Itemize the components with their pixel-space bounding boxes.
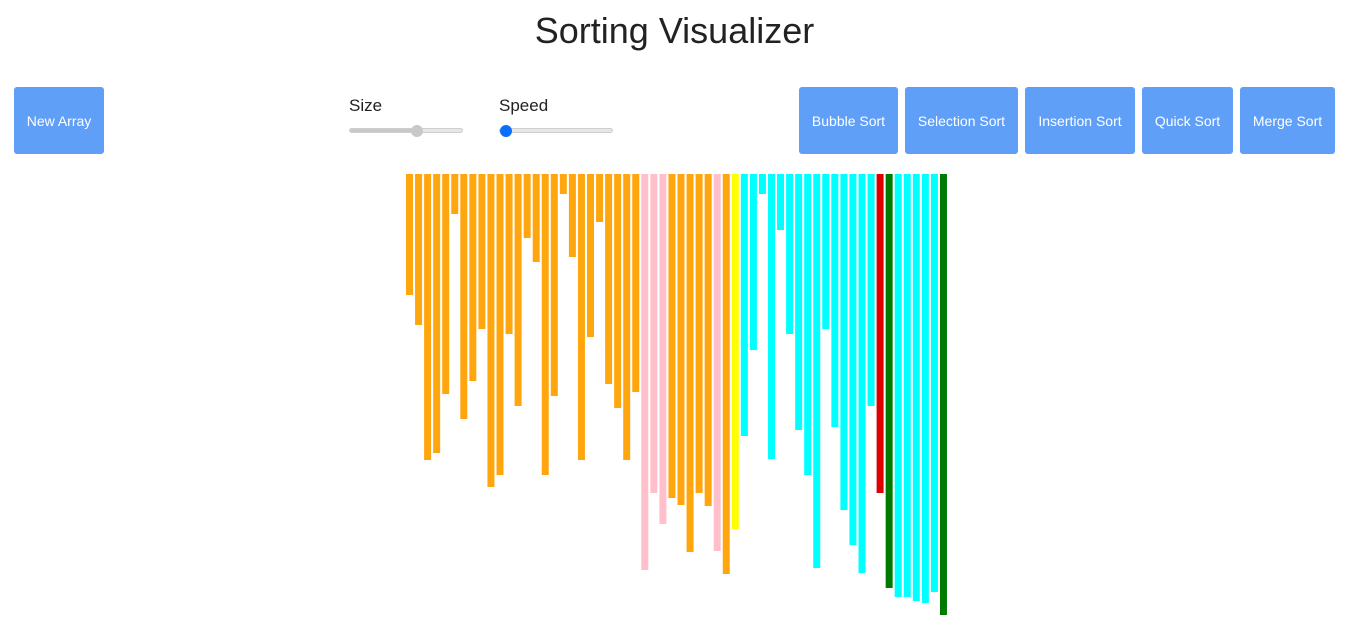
array-bar — [749, 174, 757, 350]
array-bar — [487, 174, 495, 487]
array-bar — [406, 174, 413, 295]
array-bar — [813, 174, 821, 568]
array-bar — [550, 174, 558, 396]
speed-slider[interactable] — [499, 125, 613, 137]
array-bar — [758, 174, 766, 194]
array-bar — [695, 174, 703, 493]
array-bar — [596, 174, 604, 222]
merge-sort-button[interactable]: Merge Sort — [1240, 87, 1335, 154]
page-title: Sorting Visualizer — [534, 10, 815, 51]
array-bar — [496, 174, 504, 475]
new-array-button[interactable]: New Array — [14, 87, 104, 154]
array-bar — [641, 174, 649, 570]
array-bar — [433, 174, 441, 453]
speed-slider-thumb[interactable] — [500, 125, 512, 137]
array-bar — [804, 174, 812, 475]
size-label: Size — [349, 96, 383, 115]
size-slider-group: Size — [349, 96, 463, 141]
speed-label: Speed — [499, 96, 549, 115]
array-bar — [912, 174, 920, 601]
size-slider-thumb[interactable] — [411, 125, 424, 137]
array-bar — [605, 174, 613, 384]
array-bar — [587, 174, 594, 337]
array-bar — [478, 174, 486, 329]
array-bar — [822, 174, 830, 329]
quick-sort-button[interactable]: Quick Sort — [1142, 87, 1233, 154]
array-bar — [541, 174, 549, 475]
array-bar — [894, 174, 902, 597]
array-bar — [722, 174, 730, 574]
array-bar — [677, 174, 685, 505]
array-bar — [777, 174, 785, 230]
array-bar — [840, 174, 848, 510]
array-bar — [876, 174, 884, 493]
array-bar — [768, 174, 775, 459]
array-bar — [930, 174, 938, 592]
size-slider[interactable] — [349, 125, 463, 137]
array-bar — [867, 174, 875, 406]
array-bar — [451, 174, 459, 214]
array-bar — [795, 174, 803, 430]
array-bar — [442, 174, 450, 394]
array-bar — [939, 174, 947, 615]
array-bar — [469, 174, 477, 381]
array-bar — [632, 174, 640, 392]
array-bar — [415, 174, 423, 325]
array-bar — [568, 174, 576, 257]
array-bar — [858, 174, 866, 573]
array-bar — [903, 174, 911, 597]
array-bar — [740, 174, 748, 436]
array-bar — [686, 174, 694, 552]
insertion-sort-button[interactable]: Insertion Sort — [1025, 87, 1135, 154]
bubble-sort-button[interactable]: Bubble Sort — [799, 87, 898, 154]
array-bar — [668, 174, 676, 498]
array-bar — [713, 174, 721, 551]
array-bar — [514, 174, 522, 406]
array-bar — [424, 174, 432, 460]
array-bar — [614, 174, 622, 408]
array-bar — [523, 174, 531, 238]
array-bar — [532, 174, 540, 262]
array-bar — [577, 174, 585, 460]
array-bar — [731, 174, 739, 529]
array-bar — [650, 174, 658, 493]
selection-sort-button[interactable]: Selection Sort — [905, 87, 1018, 154]
array-bar — [849, 174, 857, 545]
array-bar — [704, 174, 712, 506]
array-bar — [505, 174, 513, 334]
array-bar — [460, 174, 468, 419]
array-bar — [921, 174, 929, 603]
array-bar — [885, 174, 893, 588]
array-bar — [831, 174, 839, 427]
array-bar — [623, 174, 631, 460]
speed-slider-group: Speed — [499, 96, 613, 141]
size-slider-fill — [350, 129, 418, 132]
array-bar — [559, 174, 567, 194]
array-bar — [659, 174, 667, 524]
array-bar — [786, 174, 794, 334]
